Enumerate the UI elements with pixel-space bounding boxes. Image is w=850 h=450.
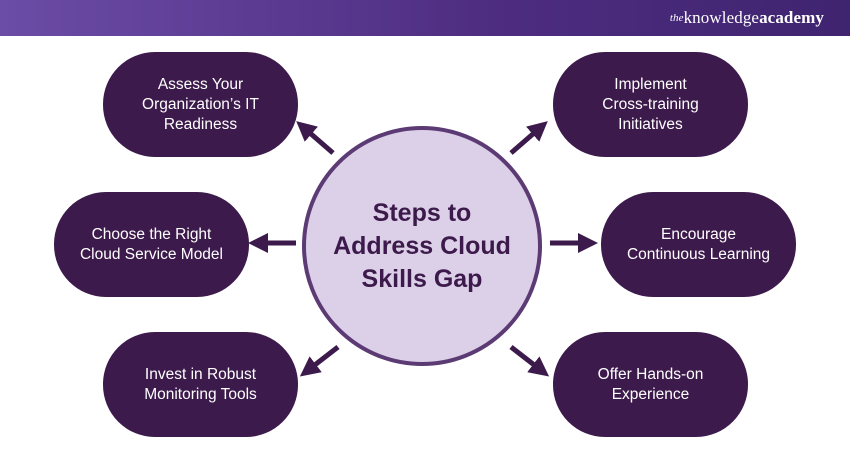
step-label: Encourage Continuous Learning — [626, 225, 771, 263]
step-cross-training: Implement Cross-training Initiatives — [553, 52, 748, 157]
step-label: Implement Cross-training Initiatives — [602, 75, 699, 133]
arrow-top-left — [296, 121, 335, 155]
center-circle: Steps to Address Cloud Skills Gap — [302, 126, 542, 366]
step-label: Assess Your Organization’s IT Readiness — [142, 75, 259, 133]
step-monitoring-tools: Invest in Robust Monitoring Tools — [103, 332, 298, 437]
arrow-bottom-left — [299, 345, 340, 377]
step-label: Invest in Robust Monitoring Tools — [144, 365, 257, 403]
arrow-top-right — [509, 121, 548, 155]
step-continuous-learning: Encourage Continuous Learning — [601, 192, 796, 297]
step-label: Choose the Right Cloud Service Model — [79, 225, 223, 263]
center-title: Steps to Address Cloud Skills Gap — [333, 198, 511, 293]
step-label: Offer Hands-on Experience — [597, 365, 704, 403]
step-assess-readiness: Assess Your Organization’s IT Readiness — [103, 52, 298, 157]
step-hands-on-experience: Offer Hands-on Experience — [553, 332, 748, 437]
brand-logo: theknowledgeacademy — [669, 8, 824, 27]
arrow-bottom-right — [509, 345, 550, 377]
step-choose-service-model: Choose the Right Cloud Service Model — [54, 192, 249, 297]
header-bar: theknowledgeacademy — [0, 0, 850, 36]
